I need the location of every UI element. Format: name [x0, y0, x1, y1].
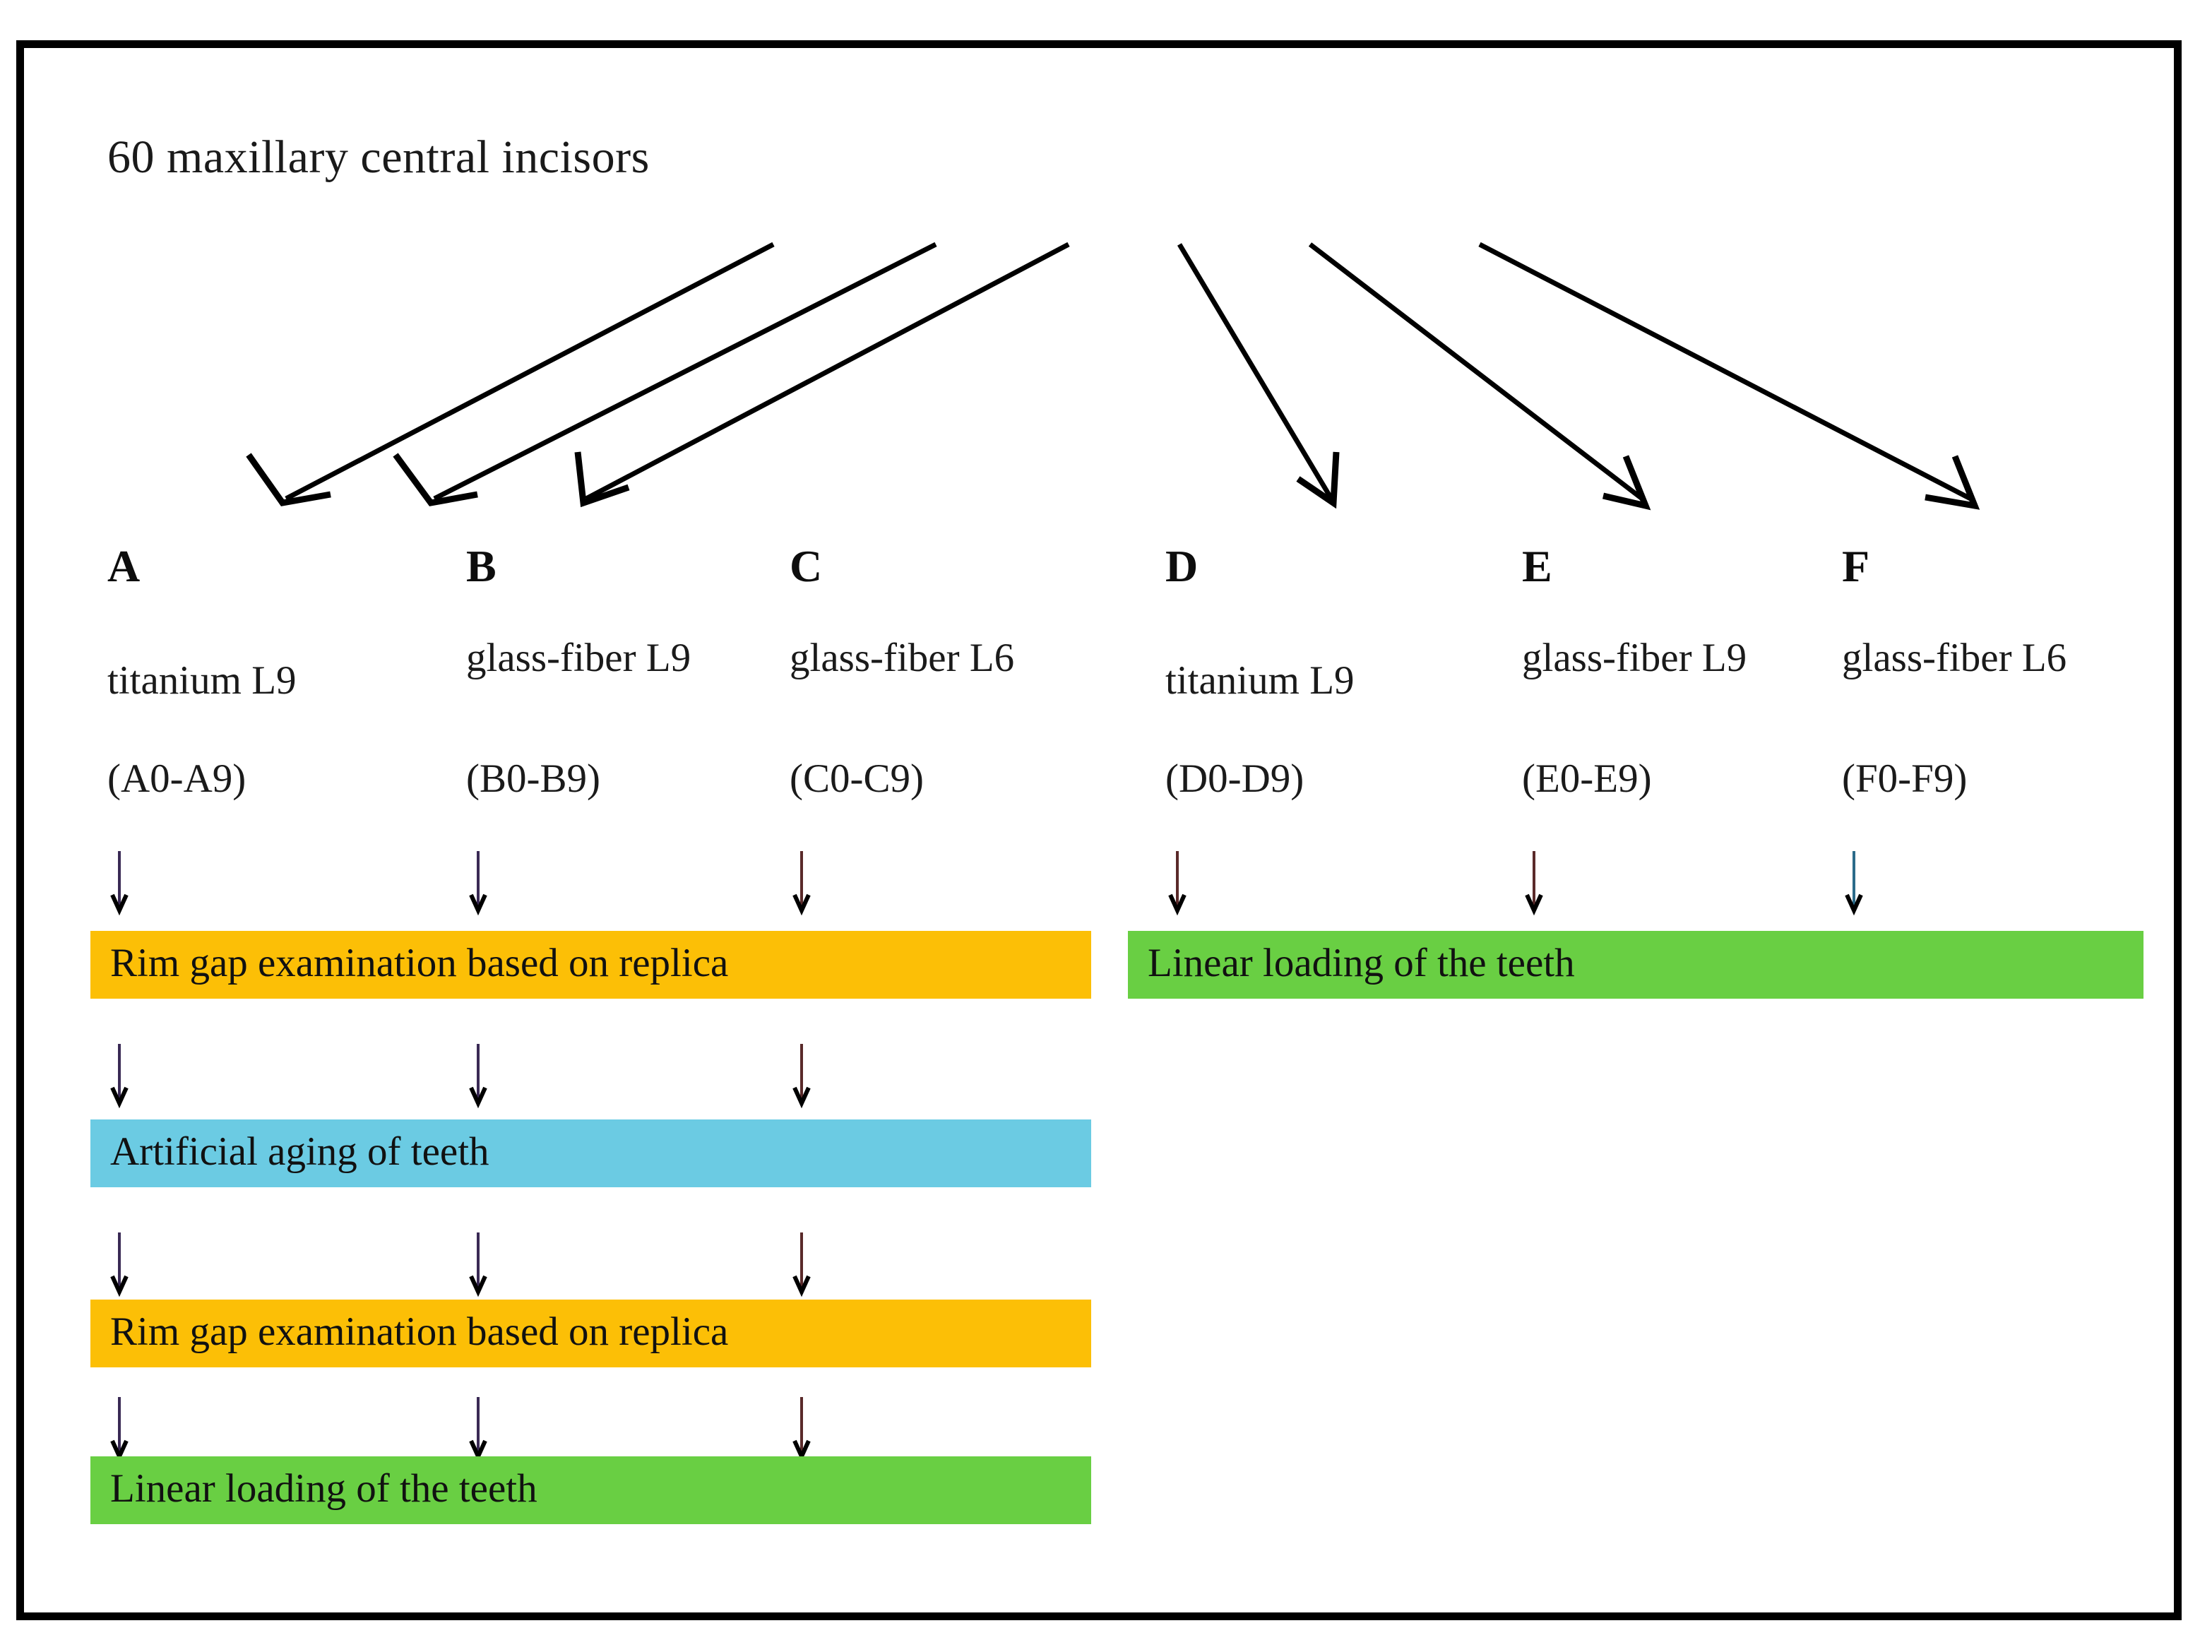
process-bar-label: Linear loading of the teeth [110, 1466, 537, 1511]
process-bar-artificial-aging: Artificial aging of teeth [90, 1119, 1091, 1187]
branch-arrow-a [285, 242, 775, 501]
down-arrow-icon [790, 851, 814, 916]
branch-arrow-e [1308, 242, 1644, 501]
process-bar-label: Linear loading of the teeth [1148, 940, 1575, 985]
process-bar-label: Rim gap examination based on replica [110, 940, 729, 985]
down-arrow-icon [466, 1232, 490, 1297]
down-arrow-icon [107, 1044, 131, 1109]
group-letter-a: A [107, 541, 141, 591]
branch-arrowhead-e [1602, 455, 1651, 511]
process-bar-rim-gap-1: Rim gap examination based on replica [90, 931, 1091, 999]
process-bar-label: Artificial aging of teeth [110, 1129, 489, 1174]
branch-arrowhead-f [1925, 455, 1980, 510]
group-letter-f: F [1842, 541, 1870, 591]
down-arrow-icon [790, 1044, 814, 1109]
group-range-d: (D0-D9) [1165, 756, 1304, 801]
group-material-c: glass-fiber L6 [790, 636, 1015, 680]
process-bar-linear-loading-right: Linear loading of the teeth [1128, 931, 2143, 999]
group-letter-c: C [790, 541, 823, 591]
down-arrow-icon [1842, 851, 1866, 916]
process-bar-rim-gap-2: Rim gap examination based on replica [90, 1300, 1091, 1367]
branch-arrowhead-a [246, 453, 331, 506]
group-material-e: glass-fiber L9 [1522, 636, 1747, 680]
down-arrow-icon [466, 1044, 490, 1109]
down-arrow-icon [1165, 851, 1189, 916]
down-arrow-icon [107, 851, 131, 916]
group-letter-e: E [1522, 541, 1552, 591]
group-range-b: (B0-B9) [466, 756, 600, 801]
branch-arrow-f [1478, 242, 1972, 501]
group-material-d: titanium L9 [1165, 658, 1355, 703]
down-arrow-icon [790, 1232, 814, 1297]
group-range-e: (E0-E9) [1522, 756, 1652, 801]
down-arrow-icon [466, 1397, 490, 1462]
group-letter-b: B [466, 541, 496, 591]
branch-arrow-b [433, 242, 937, 501]
group-letter-d: D [1165, 541, 1199, 591]
group-material-f: glass-fiber L6 [1842, 636, 2067, 680]
group-material-b: glass-fiber L9 [466, 636, 691, 680]
group-range-c: (C0-C9) [790, 756, 924, 801]
process-bar-label: Rim gap examination based on replica [110, 1309, 729, 1354]
branch-arrowhead-d [1296, 451, 1340, 509]
down-arrow-icon [466, 851, 490, 916]
process-bar-linear-loading-left: Linear loading of the teeth [90, 1456, 1091, 1524]
group-range-f: (F0-F9) [1842, 756, 1968, 801]
down-arrow-icon [790, 1397, 814, 1462]
group-material-a: titanium L9 [107, 658, 297, 703]
down-arrow-icon [107, 1232, 131, 1297]
group-range-a: (A0-A9) [107, 756, 246, 801]
branch-arrow-c [585, 242, 1070, 501]
branch-arrowhead-b [393, 453, 478, 506]
down-arrow-icon [1522, 851, 1546, 916]
branch-arrow-d [1177, 243, 1334, 500]
down-arrow-icon [107, 1397, 131, 1462]
branch-arrowhead-c [574, 451, 630, 508]
page-title: 60 maxillary central incisors [107, 131, 650, 183]
